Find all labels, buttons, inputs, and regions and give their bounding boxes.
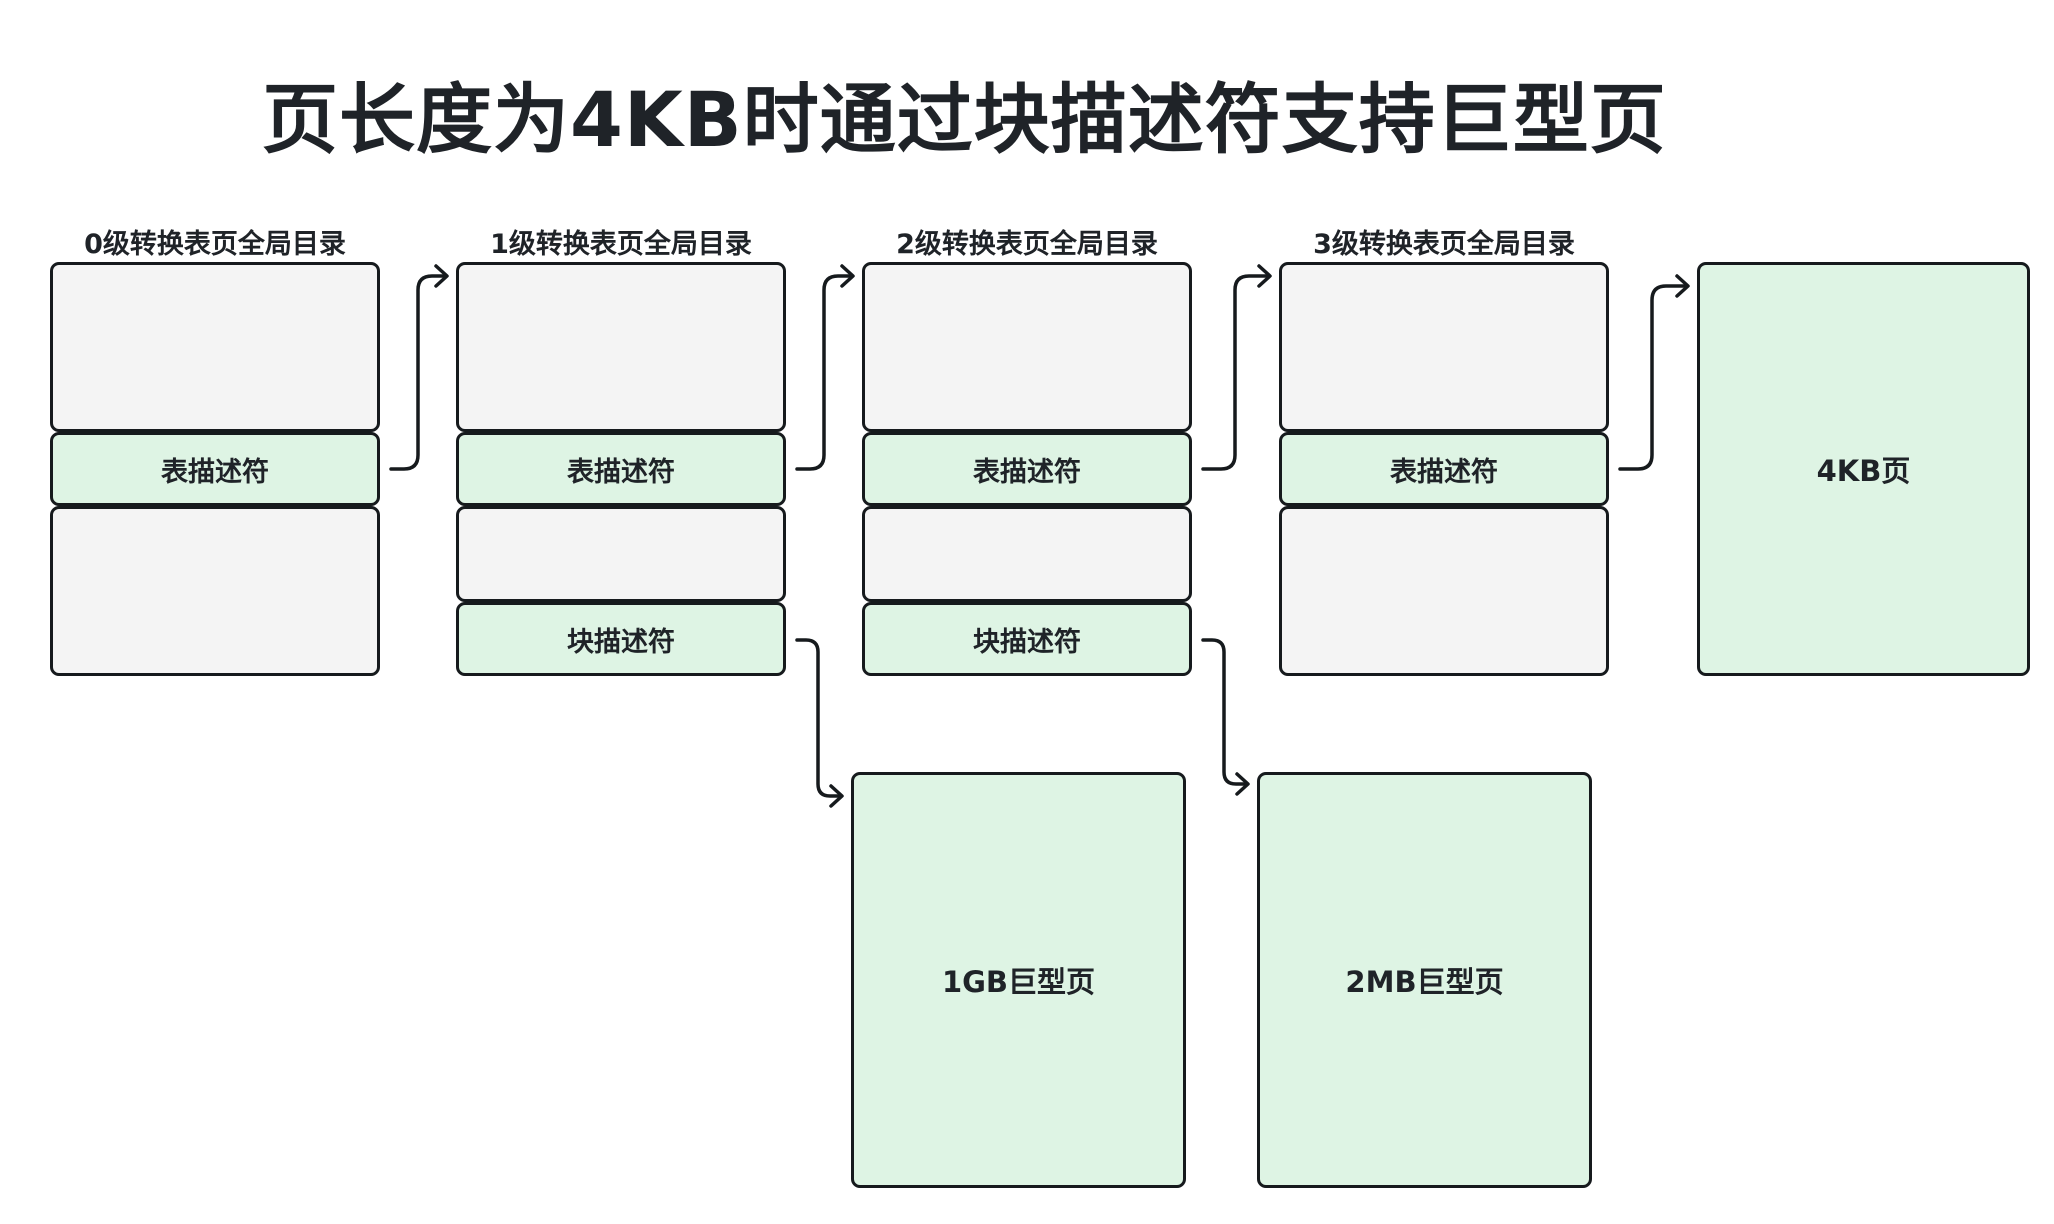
arrowhead-l1-to-1gb bbox=[829, 784, 844, 808]
level-2-table-descriptor: 表描述符 bbox=[862, 432, 1192, 506]
page-2mb: 2MB巨型页 bbox=[1257, 772, 1592, 1188]
level-1-block-descriptor: 块描述符 bbox=[456, 602, 786, 676]
arrowhead-l3-to-4kb bbox=[1675, 274, 1690, 298]
level-0-table-descriptor: 表描述符 bbox=[50, 432, 380, 506]
arrow-l1-to-l2 bbox=[795, 274, 853, 471]
level-3-lower-entries bbox=[1279, 506, 1609, 676]
level-0-lower-entries bbox=[50, 506, 380, 676]
level-1-middle-entries bbox=[456, 506, 786, 602]
arrow-l0-to-l1 bbox=[389, 274, 447, 471]
page-4kb: 4KB页 bbox=[1697, 262, 2030, 676]
diagram-title: 页长度为4KB时通过块描述符支持巨型页 bbox=[262, 75, 1667, 164]
arrowhead-l2-to-l3 bbox=[1257, 264, 1272, 288]
level-3-label: 3级转换表页全局目录 bbox=[1313, 229, 1575, 260]
arrowhead-l2-to-2mb bbox=[1235, 772, 1250, 796]
level-2-label: 2级转换表页全局目录 bbox=[896, 229, 1158, 260]
arrowhead-l0-to-l1 bbox=[434, 264, 449, 288]
level-3-table-descriptor: 表描述符 bbox=[1279, 432, 1609, 506]
arrow-l1-to-1gb bbox=[795, 638, 842, 798]
level-0-label: 0级转换表页全局目录 bbox=[84, 229, 346, 260]
level-3-upper-entries bbox=[1279, 262, 1609, 432]
arrow-l3-to-4kb bbox=[1618, 284, 1688, 471]
page-1gb: 1GB巨型页 bbox=[851, 772, 1186, 1188]
arrow-l2-to-l3 bbox=[1201, 274, 1270, 471]
level-0-upper-entries bbox=[50, 262, 380, 432]
arrowhead-l1-to-l2 bbox=[840, 264, 855, 288]
level-2-block-descriptor: 块描述符 bbox=[862, 602, 1192, 676]
level-1-label: 1级转换表页全局目录 bbox=[490, 229, 752, 260]
level-2-upper-entries bbox=[862, 262, 1192, 432]
level-1-upper-entries bbox=[456, 262, 786, 432]
level-2-middle-entries bbox=[862, 506, 1192, 602]
level-1-table-descriptor: 表描述符 bbox=[456, 432, 786, 506]
arrow-l2-to-2mb bbox=[1201, 638, 1248, 786]
